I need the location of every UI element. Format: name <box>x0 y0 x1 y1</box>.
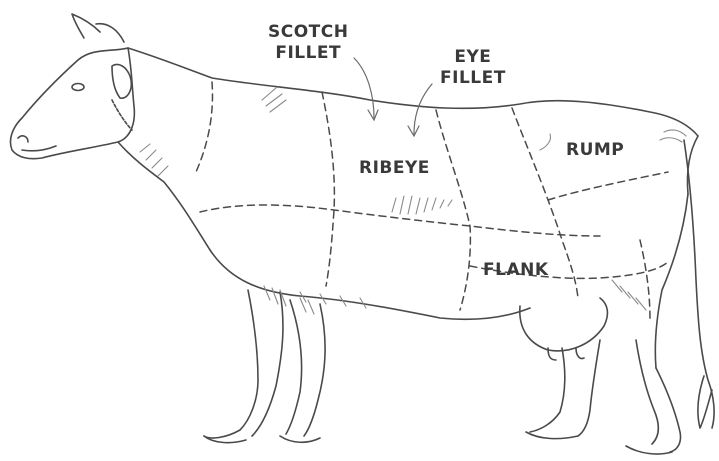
cow-hind-leg-right-back <box>656 368 681 452</box>
cut-line-rib <box>436 110 470 310</box>
label-ribeye: RIBEYE <box>359 158 430 179</box>
shading-neck <box>140 144 168 176</box>
label-scotch-fillet-line2: FILLET <box>268 43 348 64</box>
arrow-eye-fillet <box>414 84 432 134</box>
cow-nostril <box>18 136 28 142</box>
cut-line-rump <box>548 172 668 200</box>
shading-shoulder <box>262 88 286 112</box>
cow-front-leg-right <box>286 300 302 434</box>
shading-leg <box>264 286 314 314</box>
cow-halter <box>112 100 132 130</box>
cow-belly <box>210 250 530 319</box>
cut-line-mid <box>200 205 600 236</box>
cow-front-leg-left <box>204 290 258 438</box>
cow-teat <box>576 348 584 359</box>
shading-ribs <box>392 196 452 214</box>
cow-hind-leg-left <box>530 348 565 432</box>
cow-horn-base <box>96 24 124 42</box>
shading-tail <box>660 130 686 142</box>
cut-line-chuck <box>322 92 334 286</box>
label-scotch-fillet-line1: SCOTCH <box>268 22 348 43</box>
cow-hind-hoof-right <box>626 446 672 454</box>
cow-tail <box>684 140 714 428</box>
cow-front-leg-left-back <box>252 292 283 436</box>
cow-eye <box>72 84 84 91</box>
cow-hind-hoof-left <box>526 432 578 439</box>
label-eye-fillet: EYE FILLET <box>440 47 506 89</box>
arrow-scotch-fillet-head <box>368 110 378 120</box>
cow-hind-leg-left-back <box>578 340 600 436</box>
shading-hind <box>612 280 646 310</box>
arrow-scotch-fillet <box>354 58 374 118</box>
label-flank: FLANK <box>483 260 549 281</box>
label-eye-fillet-line2: FILLET <box>440 68 506 89</box>
label-rump: RUMP <box>566 140 624 161</box>
cow-front-hoof-right <box>280 436 320 442</box>
cow-neck-front <box>118 142 210 250</box>
cow-horn <box>72 14 100 38</box>
cow-front-leg-right-back <box>304 304 325 436</box>
label-scotch-fillet: SCOTCH FILLET <box>268 22 348 64</box>
label-eye-fillet-line1: EYE <box>440 47 506 68</box>
cow-hindquarter <box>655 194 688 368</box>
cow-back <box>128 48 698 136</box>
cut-line-neck <box>196 82 212 172</box>
cow-ear <box>112 64 131 98</box>
cow-mouth <box>22 146 56 151</box>
shading-rump <box>540 134 551 150</box>
cow-udder <box>520 298 608 351</box>
